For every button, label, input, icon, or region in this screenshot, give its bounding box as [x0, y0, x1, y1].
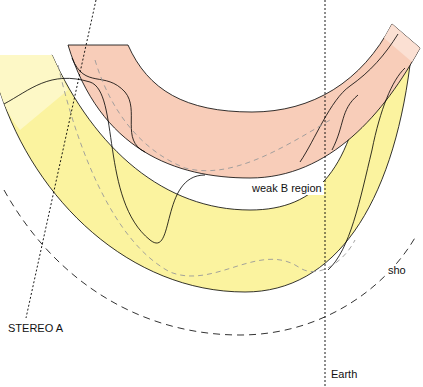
stereo-a-line	[26, 0, 96, 318]
field-line	[4, 78, 205, 243]
spacecraft-label: STEREO A	[6, 322, 65, 335]
field-line	[332, 95, 358, 150]
field-line	[72, 58, 145, 152]
field-line-dashed	[58, 65, 355, 276]
spacecraft-label: Earth	[329, 368, 359, 381]
yellow-band-end	[0, 55, 68, 130]
field-line	[328, 68, 405, 270]
shock-front	[4, 190, 416, 335]
field-line	[300, 34, 398, 162]
pink-band	[68, 24, 420, 178]
shock-label: sho	[386, 264, 408, 277]
earth-line	[325, 0, 326, 387]
region-label: weak B region	[250, 182, 324, 195]
field-line-dashed	[95, 60, 330, 171]
pink-band-end	[384, 24, 420, 62]
